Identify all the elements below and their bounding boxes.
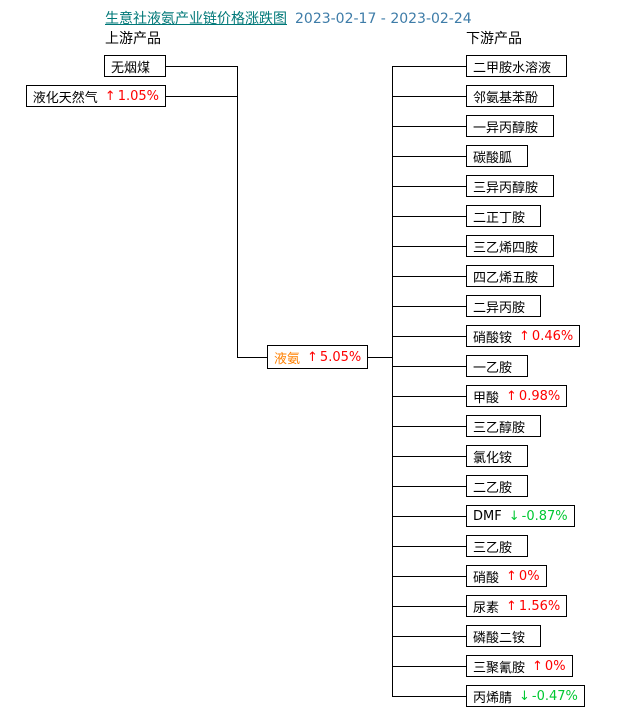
price-change: ↑1.56% [506,598,561,614]
product-name: 氯化铵 [473,450,513,466]
product-name: 三异丙醇胺 [473,180,539,196]
upstream-trunk-line [237,66,238,358]
connector-line [392,426,473,427]
product-name: 二乙胺 [473,480,513,496]
product-node[interactable]: 液化天然气 ↑1.05% [25,85,166,107]
connector-line [392,246,473,247]
product-name: 硝酸 [473,570,500,586]
connector-line [392,66,473,67]
title-date-range: 2023-02-17 - 2023-02-24 [295,11,472,27]
connector-line [392,276,473,277]
product-node[interactable]: 碳酸胍 [466,145,529,167]
page-title: 生意社液氨产业链价格涨跌图 2023-02-17 - 2023-02-24 [105,8,472,28]
product-node[interactable]: 氯化铵 [466,445,529,467]
product-node[interactable]: 邻氨基苯酚 [466,85,555,107]
connector-line [392,216,473,217]
product-node[interactable]: 三聚氰胺 ↑0% [466,655,573,677]
product-name: 一乙胺 [473,360,513,376]
trend-arrow-icon: ↓ [508,508,520,524]
product-name: 三乙烯四胺 [473,240,539,256]
connector-line [392,336,473,337]
product-name: 三聚氰胺 [473,660,526,676]
connector-line [392,516,473,517]
trend-arrow-icon: ↓ [519,688,530,704]
connector-line [392,156,473,157]
product-name: 丙烯腈 [473,690,513,706]
product-name: 一异丙醇胺 [473,120,539,136]
trend-arrow-icon: ↑ [307,349,318,365]
price-change: ↑0.46% [519,328,574,344]
product-node[interactable]: DMF ↓-0.87% [466,505,575,527]
product-name: 磷酸二铵 [473,630,526,646]
price-change: ↑0% [532,658,566,674]
product-name: 二甲胺水溶液 [473,60,552,76]
product-name: 二正丁胺 [473,210,526,226]
product-node[interactable]: 磷酸二铵 [466,625,542,647]
center-node-price-change: ↑5.05% [307,349,362,365]
product-name: 液化天然气 [32,90,98,106]
product-node[interactable]: 二甲胺水溶液 [466,55,568,77]
downstream-column-header: 下游产品 [466,31,522,47]
price-change: ↓-0.87% [508,508,568,524]
product-node[interactable]: 三乙胺 [466,535,529,557]
product-node[interactable]: 二乙胺 [466,475,529,497]
trend-arrow-icon: ↑ [506,388,517,404]
trend-arrow-icon: ↑ [519,328,530,344]
price-change: ↑1.05% [104,88,159,104]
trend-arrow-icon: ↑ [532,658,543,674]
connector-line [392,636,473,637]
connector-line [392,456,473,457]
product-name: 尿素 [473,600,500,616]
product-node[interactable]: 二异丙胺 [466,295,542,317]
product-name: 硝酸铵 [473,330,513,346]
connector-line [392,396,473,397]
product-node[interactable]: 甲酸 ↑0.98% [466,385,568,407]
connector-line [392,186,473,187]
product-name: 三乙醇胺 [473,420,526,436]
connector-line [392,666,473,667]
product-node[interactable]: 硝酸 ↑0% [466,565,547,587]
product-name: 二异丙胺 [473,300,526,316]
product-name: 碳酸胍 [473,150,513,166]
connector-line [392,606,473,607]
downstream-trunk-line [392,66,393,697]
product-node[interactable]: 一乙胺 [466,355,529,377]
product-node[interactable]: 三异丙醇胺 [466,175,555,197]
title-link[interactable]: 生意社液氨产业链价格涨跌图 [105,11,287,27]
connector-line [392,306,473,307]
product-node[interactable]: 硝酸铵 ↑0.46% [466,325,581,347]
upstream-column-header: 上游产品 [105,31,161,47]
product-name: 甲酸 [473,390,500,406]
product-name: 四乙烯五胺 [473,270,539,286]
product-node[interactable]: 四乙烯五胺 [466,265,555,287]
connector-line [392,366,473,367]
product-node[interactable]: 一异丙醇胺 [466,115,555,137]
product-node[interactable]: 三乙烯四胺 [466,235,555,257]
connector-line [392,96,473,97]
product-node[interactable]: 丙烯腈 ↓-0.47% [466,685,585,707]
product-name: 三乙胺 [473,540,513,556]
center-node-name: 液氨 [274,351,301,367]
price-change: ↑0% [506,568,540,584]
product-name: 无烟煤 [110,60,150,76]
connector-line [392,126,473,127]
connector-line [392,576,473,577]
connector-line [160,66,238,67]
price-change: ↓-0.47% [519,688,578,704]
product-node[interactable]: 无烟煤 [103,55,166,77]
product-node[interactable]: 二正丁胺 [466,205,542,227]
connector-line [392,546,473,547]
price-change: ↑0.98% [506,388,561,404]
center-node[interactable]: 液氨 ↑5.05% [267,345,369,369]
connector-line [392,696,473,697]
product-node[interactable]: 三乙醇胺 [466,415,542,437]
trend-arrow-icon: ↑ [506,568,517,584]
trend-arrow-icon: ↑ [104,88,116,104]
connector-line [392,486,473,487]
product-name: 邻氨基苯酚 [473,90,539,106]
product-node[interactable]: 尿素 ↑1.56% [466,595,568,617]
product-name: DMF [473,508,502,524]
trend-arrow-icon: ↑ [506,598,517,614]
connector-line [160,96,238,97]
